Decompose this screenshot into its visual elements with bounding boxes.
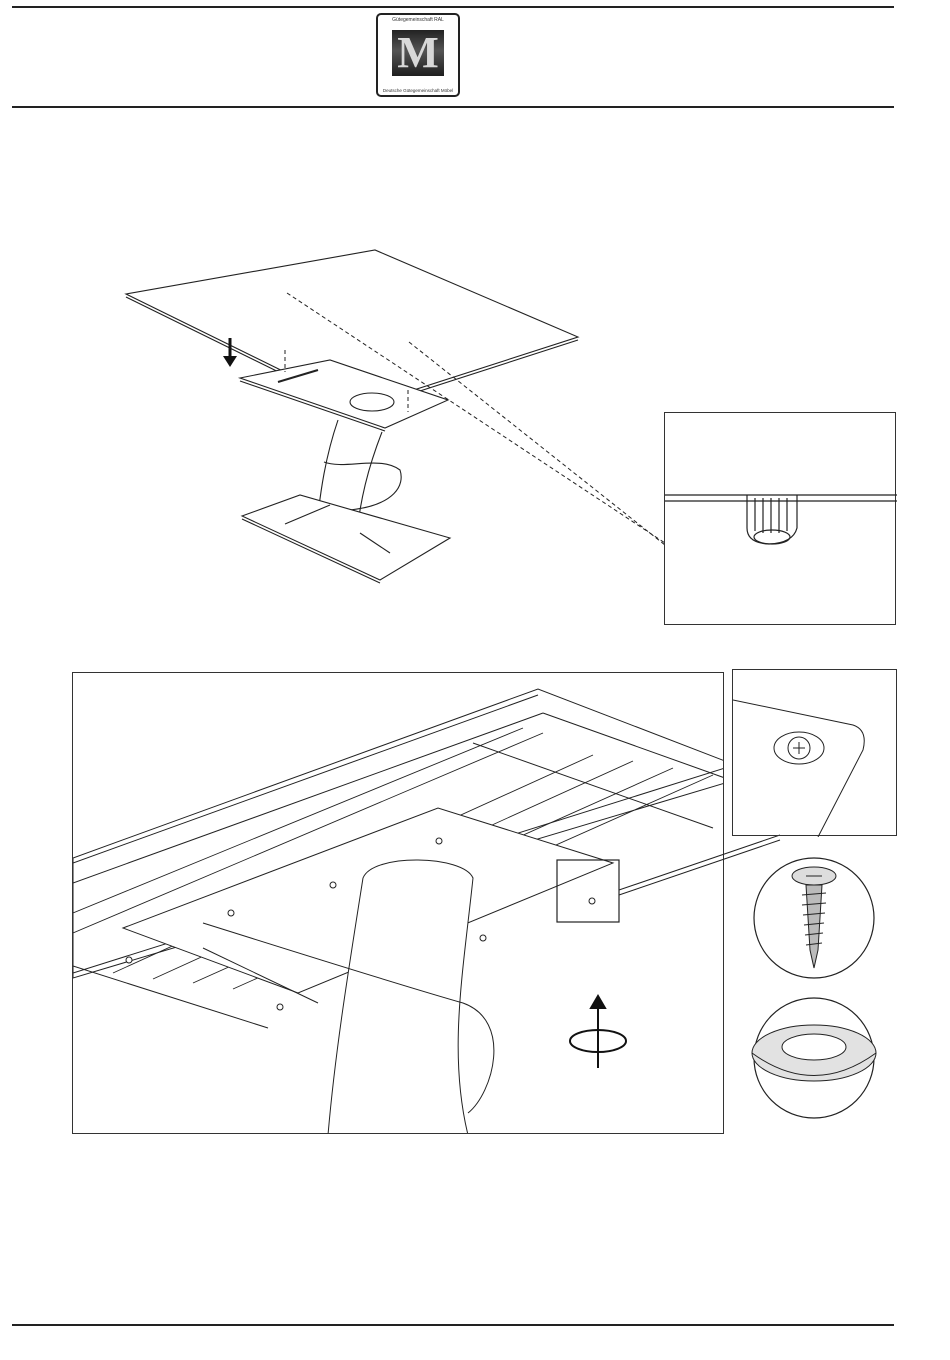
washer-icon	[752, 998, 876, 1118]
pan-head-screw-icon	[754, 858, 874, 978]
footer-rule	[12, 1324, 894, 1326]
